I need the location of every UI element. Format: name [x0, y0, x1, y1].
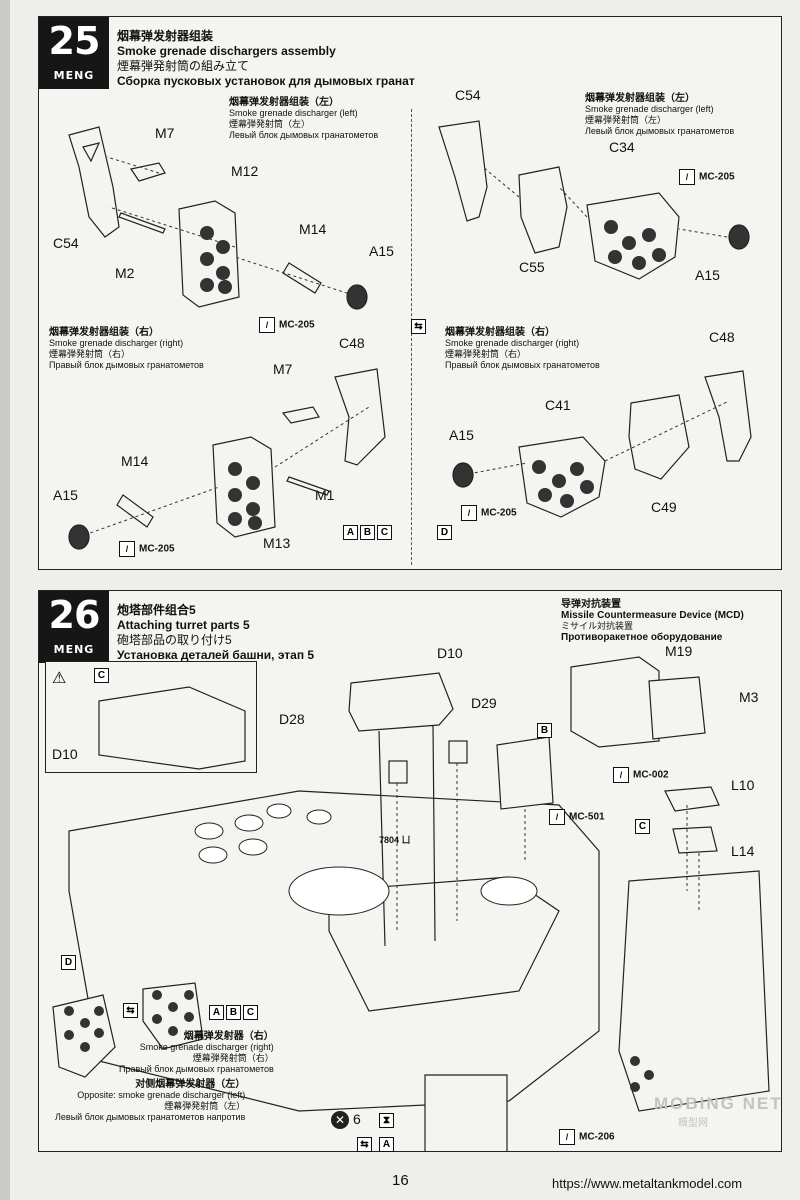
part-d29: D29 [471, 695, 497, 711]
brand-logo: MENG [53, 643, 95, 656]
brush-icon: / [679, 169, 695, 185]
part-m2: M2 [115, 265, 135, 281]
mirror-icon: ⇆ [357, 1137, 372, 1152]
quantity-count: 6 [353, 1111, 361, 1127]
title-jp: 砲塔部品の取り付け5 [117, 633, 232, 647]
brush-icon: / [613, 767, 629, 783]
left-discharger-caption: 烟幕弹发射器组装（左） Smoke grenade discharger (le… [229, 97, 379, 140]
warning-icon: ⚠ [52, 670, 67, 687]
part-m12: M12 [231, 163, 259, 179]
variant-d: D [437, 525, 452, 540]
page-number: 16 [392, 1172, 409, 1189]
step-25-drawing [68, 120, 752, 550]
part-m7-b: M7 [273, 361, 293, 377]
watermark-sub: 模型网 [678, 1118, 708, 1129]
title-cn: 烟幕弹发射器组装 [117, 29, 214, 43]
step-25-panel: 25 MENG 烟幕弹发射器组装 Smoke grenade discharge… [38, 16, 782, 570]
title-jp: 煙幕弾発射筒の組み立て [117, 59, 250, 73]
left-discharger-caption-alt: 烟幕弹发射器组装（左） Smoke grenade discharger (le… [585, 93, 735, 136]
brush-icon: / [549, 809, 565, 825]
step-26-drawing [52, 656, 770, 1151]
title-ru: Сборка пусковых установок для дымовых гр… [117, 74, 415, 88]
mcd-caption: 导弹对抗装置 Missile Countermeasure Device (MC… [561, 599, 744, 643]
hinge-icon: ⧗ [379, 1113, 394, 1128]
step-26-panel: 26 MENG 炮塔部件组合5 Attaching turret parts 5… [38, 590, 782, 1152]
part-m14-b: M14 [121, 453, 149, 469]
step-badge: 26 MENG [39, 591, 109, 663]
variant-a: A [379, 1137, 394, 1152]
divider [411, 109, 412, 565]
part-d10-inset: D10 [52, 746, 78, 762]
part-c48: C48 [339, 335, 365, 351]
part-m3: M3 [739, 689, 759, 705]
step-number: 25 [48, 19, 101, 63]
part-a15-b: A15 [695, 267, 720, 283]
watermark: MOBING NET [654, 1094, 783, 1113]
title-ru: Установка деталей башни, этап 5 [117, 648, 315, 662]
part-c41: C41 [545, 397, 571, 413]
brush-icon: / [119, 541, 135, 557]
part-m1: M1 [315, 487, 335, 503]
variant-d: D [61, 955, 76, 970]
variant-c-right: C [635, 819, 650, 834]
variant-abc: A B C [209, 1005, 258, 1020]
brush-icon: / [259, 317, 275, 333]
part-l14: L14 [731, 843, 755, 859]
paint-callout: /MC-205 [461, 505, 517, 521]
part-a15-d: A15 [449, 427, 474, 443]
brush-icon: / [559, 1129, 575, 1145]
paint-callout: /MC-205 [259, 317, 315, 333]
step-number: 26 [48, 593, 101, 637]
brush-icon: / [461, 505, 477, 521]
paint-callout: /MC-002 [613, 767, 669, 783]
part-m14: M14 [299, 221, 327, 237]
part-c49: C49 [651, 499, 677, 515]
paint-callout: /MC-205 [679, 169, 735, 185]
part-c55: C55 [519, 259, 545, 275]
right-discharger-caption-alt: 烟幕弹发射器组装（右） Smoke grenade discharger (ri… [445, 327, 600, 370]
part-a15: A15 [369, 243, 394, 259]
title-cn: 炮塔部件组合5 [117, 603, 196, 617]
part-c54: C54 [53, 235, 79, 251]
variant-abc: A B C [343, 525, 392, 540]
variant-b: B [537, 723, 552, 738]
remove-icon: ✕ [331, 1111, 349, 1129]
part-m7: M7 [155, 125, 175, 141]
mirror-icon: ⇆ [123, 1003, 138, 1018]
title-en: Attaching turret parts 5 [117, 618, 250, 632]
title-en: Smoke grenade dischargers assembly [117, 44, 336, 58]
paint-callout: /MC-205 [119, 541, 175, 557]
brand-logo: MENG [53, 69, 95, 82]
part-m13: M13 [263, 535, 291, 551]
part-c34: C34 [609, 139, 635, 155]
paint-callout: /MC-206 [559, 1129, 615, 1145]
part-m19: M19 [665, 643, 693, 659]
part-d28: D28 [279, 711, 305, 727]
mirror-icon: ⇆ [411, 319, 426, 334]
paint-callout: /MC-501 [549, 809, 605, 825]
step-title: 炮塔部件组合5 Attaching turret parts 5 砲塔部品の取り… [117, 603, 314, 663]
part-d10: D10 [437, 645, 463, 661]
step-badge: 25 MENG [39, 17, 109, 89]
part-l10: L10 [731, 777, 755, 793]
website-url: https://www.metaltankmodel.com [552, 1176, 743, 1191]
part-c48-b: C48 [709, 329, 735, 345]
right-discharger-caption: 烟幕弹发射器组装（右） Smoke grenade discharger (ri… [49, 327, 204, 370]
discharger-opposite-caption: 对侧烟幕弹发射器（左） Opposite: smoke grenade disc… [55, 1079, 246, 1122]
part-a15-c: A15 [53, 487, 78, 503]
part-c54-b: C54 [455, 87, 481, 103]
variant-c: C [94, 668, 109, 683]
step-title: 烟幕弹发射器组装 Smoke grenade dischargers assem… [117, 29, 415, 89]
hull-number: 7804 ㄩ [379, 835, 411, 845]
discharger-right-caption: 烟幕弹发射器（右） Smoke grenade discharger (righ… [119, 1031, 274, 1074]
